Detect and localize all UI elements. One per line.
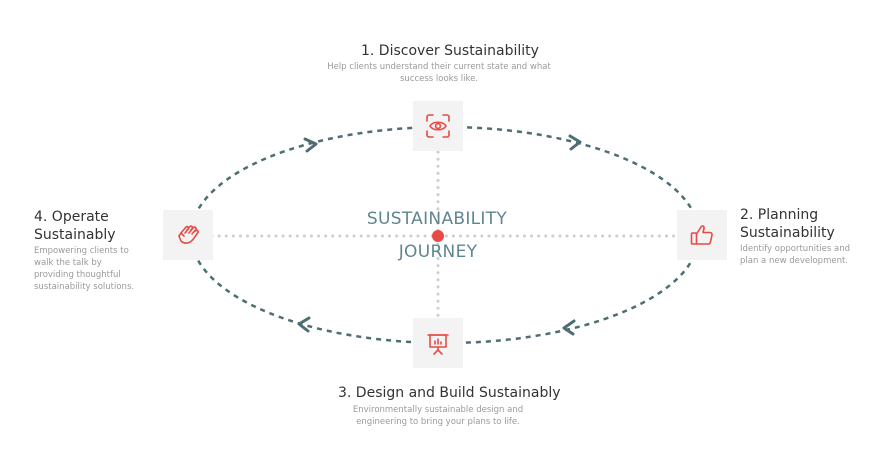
step-4-icon-box bbox=[163, 210, 213, 260]
arrow-top-right bbox=[568, 134, 582, 151]
step-1-title: 1. Discover Sustainability bbox=[361, 43, 539, 59]
step-1-description: Help clients understand their current st… bbox=[327, 62, 551, 84]
step-2-title: 2. Planning Sustainability bbox=[740, 207, 835, 241]
arrow-top-left bbox=[303, 137, 318, 153]
thumbs-up-icon bbox=[690, 225, 713, 245]
step-1-icon-box bbox=[413, 101, 463, 151]
step-4-description: Empowering clients to walk the talk by p… bbox=[34, 246, 135, 292]
step-4-title: 4. Operate Sustainably bbox=[34, 209, 116, 243]
center-title-line1: SUSTAINABILITY bbox=[366, 209, 508, 229]
arrow-bottom-left bbox=[297, 316, 311, 333]
step-3-title: 3. Design and Build Sustainably bbox=[338, 385, 561, 401]
center-dot bbox=[432, 230, 444, 242]
center-title-line2: JOURNEY bbox=[398, 242, 478, 262]
step-2-icon-box bbox=[677, 210, 727, 260]
step-3-description: Environmentally sustainable design and e… bbox=[352, 405, 524, 427]
hand-icon bbox=[178, 225, 199, 244]
eye-scan-icon bbox=[426, 114, 450, 138]
arrow-bottom-right bbox=[562, 319, 576, 336]
step-3-icon-box bbox=[413, 318, 463, 368]
presentation-board-icon bbox=[427, 334, 449, 355]
step-2-description: Identify opportunities and plan a new de… bbox=[740, 244, 850, 266]
